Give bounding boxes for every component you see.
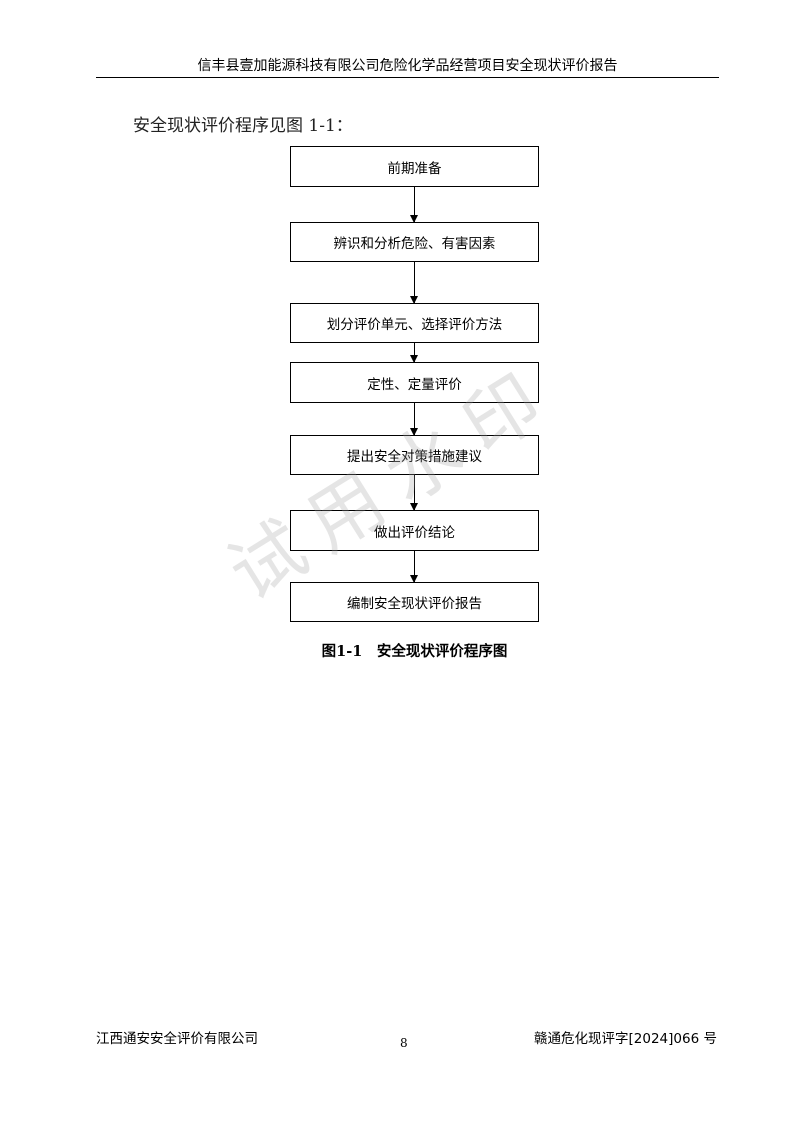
running-header-title: 信丰县壹加能源科技有限公司危险化学品经营项目安全现状评价报告 [197,58,618,74]
flow-arrow [410,475,418,511]
flow-step-conclusion: 做出评价结论 [290,510,539,551]
intro-paragraph: 安全现状评价程序见图 1-1： [133,116,353,136]
footer-page-number: 8 [400,1036,408,1050]
figure-caption: 图1-1 安全现状评价程序图 [321,643,508,660]
flow-step-report: 编制安全现状评价报告 [290,582,539,622]
footer-company: 江西通安安全评价有限公司 [96,1031,258,1047]
flow-step-prep: 前期准备 [290,146,539,187]
flow-step-unit-division: 划分评价单元、选择评价方法 [290,303,539,343]
flow-step-evaluation: 定性、定量评价 [290,362,539,403]
flow-arrow [410,187,418,223]
header-divider [96,77,719,78]
flow-arrow [410,262,418,304]
flow-step-safety-measures: 提出安全对策措施建议 [290,435,539,475]
flow-arrow [410,403,418,436]
flow-arrow [410,551,418,583]
flow-arrow [410,343,418,363]
flow-step-hazard-identification: 辨识和分析危险、有害因素 [290,222,539,262]
footer-report-number: 赣通危化现评字[2024]066 号 [534,1031,717,1047]
